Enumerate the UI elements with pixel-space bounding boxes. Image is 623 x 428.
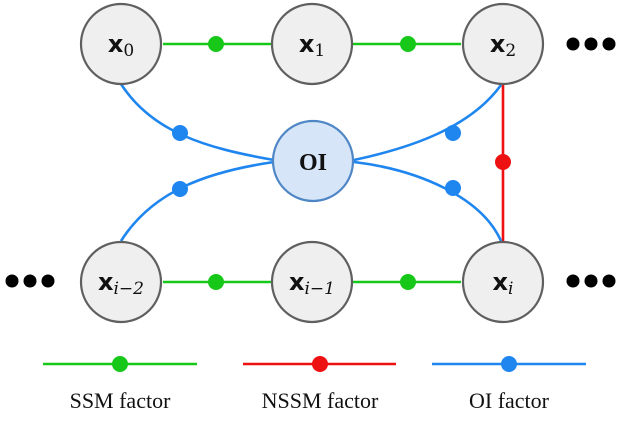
legend-oi-dot	[501, 356, 517, 372]
node-x1-main: x	[299, 30, 315, 58]
svg-text:x2: x2	[490, 30, 516, 61]
oi-factor-dot	[445, 180, 461, 196]
oi-factor-dot	[172, 181, 188, 197]
legend: SSM factor NSSM factor OI factor	[43, 356, 586, 413]
node-oi: OI	[271, 119, 355, 203]
oi-edge-x0	[119, 83, 275, 162]
svg-text:xi−2: xi−2	[98, 268, 144, 299]
oi-factor-dot	[172, 125, 188, 141]
node-x-i-minus-2-main: x	[98, 268, 114, 296]
ssm-factor-dot	[208, 274, 224, 290]
node-x1-sub: 1	[314, 41, 325, 61]
ssm-factor-dot	[208, 36, 224, 52]
oi-edge-xim2	[119, 160, 275, 242]
oi-edge-x2	[353, 84, 503, 162]
legend-nssm-label: NSSM factor	[262, 388, 379, 413]
svg-text:xi−1: xi−1	[289, 268, 335, 299]
svg-text:x1: x1	[299, 30, 325, 61]
ssm-factor-dot	[400, 36, 416, 52]
node-x1: x1	[270, 2, 354, 86]
node-x2-sub: 2	[505, 41, 516, 61]
legend-nssm-dot	[312, 356, 328, 372]
legend-ssm-label: SSM factor	[70, 388, 172, 413]
node-x-i-minus-1-main: x	[289, 268, 305, 296]
legend-ssm: SSM factor	[43, 356, 197, 413]
node-x0-main: x	[108, 30, 124, 58]
legend-oi-label: OI factor	[469, 388, 550, 413]
nssm-factor-dot	[495, 154, 511, 170]
node-x2: x2	[461, 2, 545, 86]
oi-edge-xi	[353, 160, 503, 242]
node-oi-label: OI	[299, 150, 327, 176]
node-x-i-main: x	[493, 268, 509, 296]
ssm-factor-dot	[400, 274, 416, 290]
legend-ssm-dot	[112, 356, 128, 372]
node-x0: x0	[79, 2, 163, 86]
node-x-i: xi	[461, 240, 545, 324]
node-x-i-minus-1-sub: i−1	[304, 279, 335, 299]
svg-text:x0: x0	[108, 30, 134, 61]
node-x-i-minus-1: xi−1	[270, 240, 354, 324]
node-x-i-minus-2: xi−2	[79, 240, 163, 324]
oi-factor-dot	[445, 125, 461, 141]
legend-oi: OI factor	[432, 356, 586, 413]
node-x-i-minus-2-sub: i−2	[113, 279, 144, 299]
legend-nssm: NSSM factor	[243, 356, 396, 413]
node-x0-sub: 0	[123, 41, 134, 61]
factor-dots	[172, 36, 511, 290]
ellipsis-bottom-left	[5, 274, 55, 288]
ellipsis-top-right	[566, 37, 616, 51]
ellipsis-bottom-right	[566, 274, 616, 288]
node-x2-main: x	[490, 30, 506, 58]
node-x-i-sub: i	[508, 279, 513, 299]
svg-text:xi: xi	[493, 268, 514, 299]
